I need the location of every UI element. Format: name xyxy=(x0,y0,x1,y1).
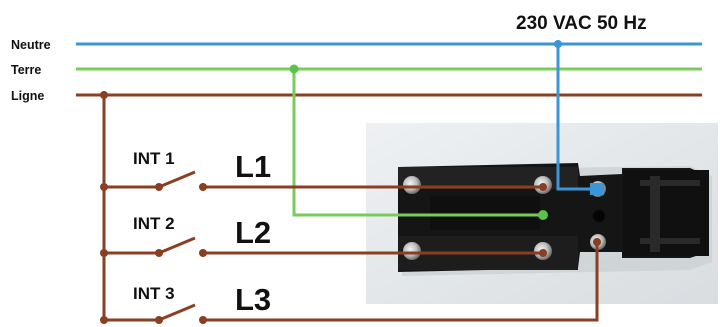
earth-junction xyxy=(289,64,299,74)
line-bus-label: Ligne xyxy=(11,89,44,103)
neutral-drop-wire xyxy=(556,44,597,191)
output-l1-label: L1 xyxy=(235,149,271,184)
switch-int-3: INT 3 L3 xyxy=(100,238,601,324)
earth-bus-label: Terre xyxy=(11,63,41,77)
earth-drop-wire xyxy=(292,69,543,217)
switch-int-2-label: INT 2 xyxy=(133,214,175,233)
line-junction xyxy=(100,91,108,99)
switch-int-2: INT 2 L2 xyxy=(100,214,547,257)
switch-int-1-label: INT 1 xyxy=(133,149,175,168)
neutral-bus-label: Neutre xyxy=(11,38,51,52)
supply-title: 230 VAC 50 Hz xyxy=(516,13,647,34)
neutral-terminal xyxy=(590,183,604,195)
switch-int-1: INT 1 L1 xyxy=(100,149,547,191)
output-l2-label: L2 xyxy=(235,215,271,250)
switch-int-3-label: INT 3 xyxy=(133,284,175,303)
neutral-junction xyxy=(554,40,562,48)
output-l3-label: L3 xyxy=(235,282,271,317)
earth-terminal xyxy=(538,210,548,220)
